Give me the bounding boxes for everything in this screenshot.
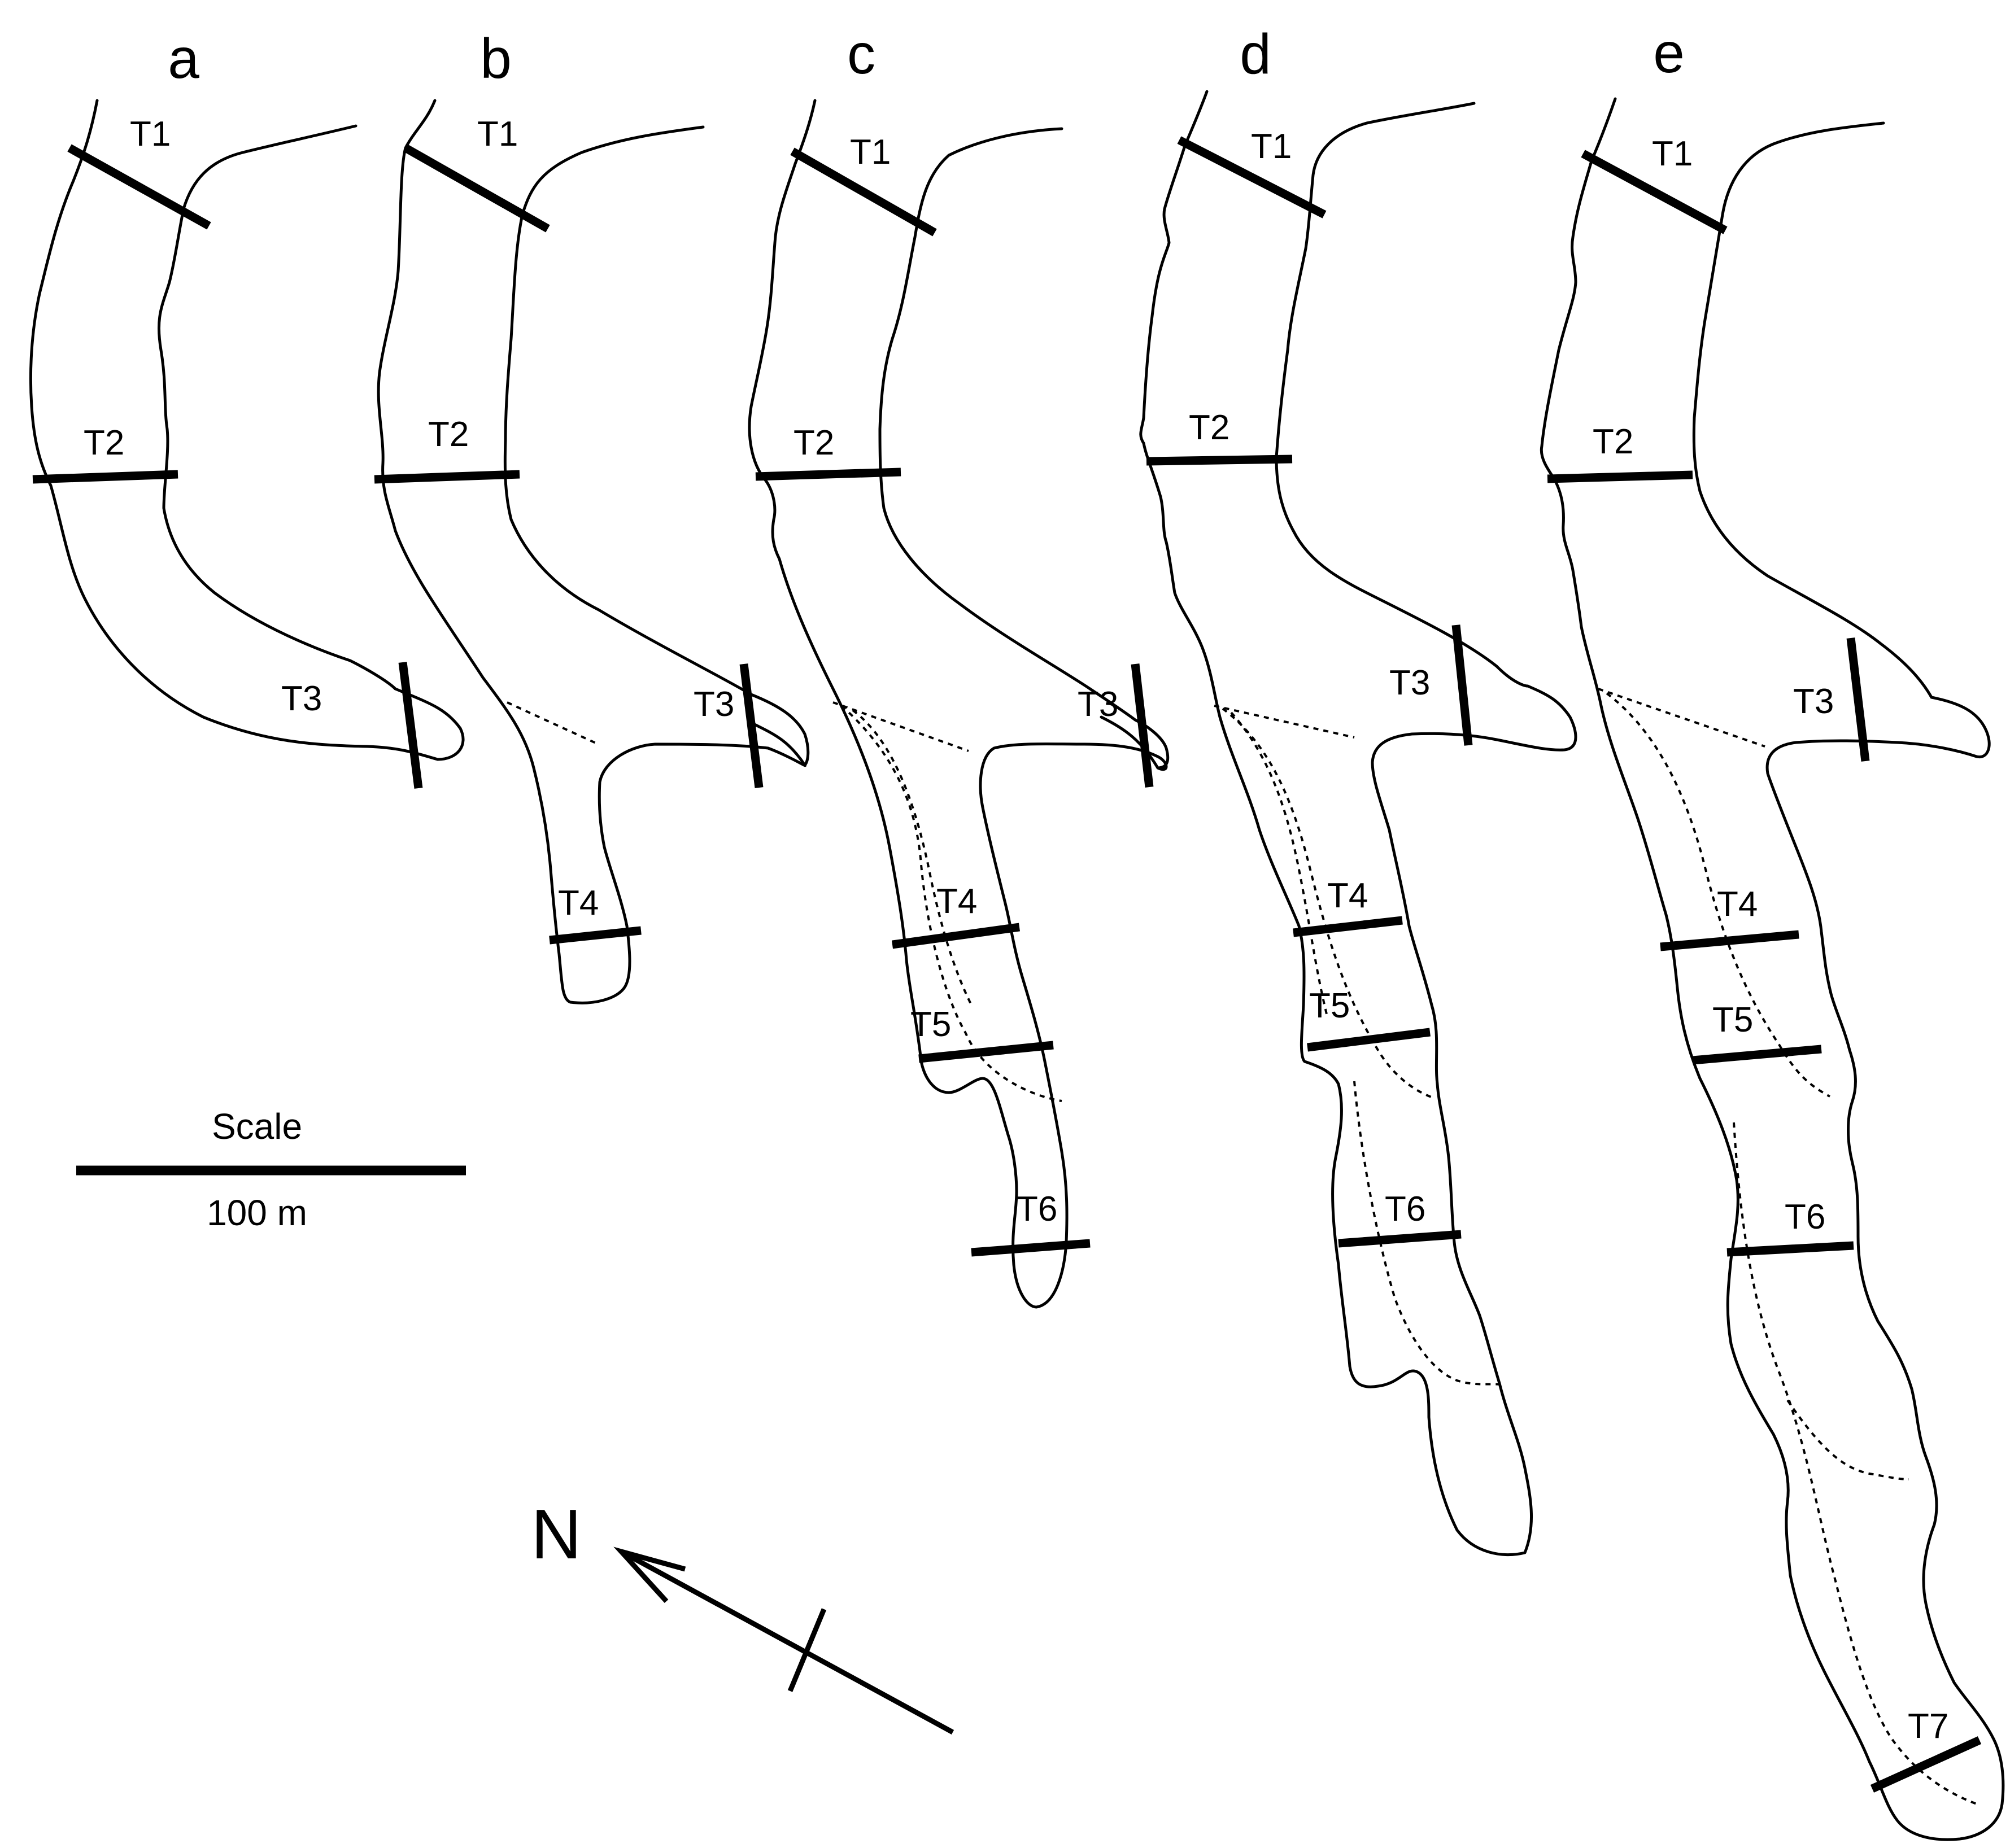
right-boundary xyxy=(1692,121,1933,699)
transect-t4 xyxy=(891,923,1021,949)
dashed-line xyxy=(1230,711,1328,1017)
transect-label-t5: T5 xyxy=(1309,986,1350,1025)
transect-t6 xyxy=(971,1239,1091,1257)
transect-t4 xyxy=(1660,930,1799,951)
panel-e: e T1 T2 T3 T4 T5 T6 T7 xyxy=(1540,21,2005,1841)
transect-label-t4: T4 xyxy=(936,882,977,921)
dashed-line xyxy=(507,701,596,744)
transect-t4 xyxy=(1293,916,1403,937)
transect-label-t4: T4 xyxy=(558,884,599,923)
transect-t5 xyxy=(1307,1028,1431,1052)
transect-label-t3: T3 xyxy=(1078,685,1118,724)
transect-t2 xyxy=(1146,455,1293,466)
dashed-line xyxy=(1353,1081,1503,1386)
transect-label-t6: T6 xyxy=(1385,1190,1425,1229)
panel-d: d T1 T2 T3 T4 T5 T6 xyxy=(1139,23,1577,1557)
transect-label-t2: T2 xyxy=(84,423,124,462)
right-boundary xyxy=(878,127,1170,770)
dashed-line xyxy=(832,701,969,752)
transect-t2 xyxy=(374,470,520,484)
transect-t2 xyxy=(1547,470,1693,483)
transect-label-t5: T5 xyxy=(910,1005,951,1044)
scale-value: 100 m xyxy=(207,1192,307,1233)
scale-bar: Scale 100 m xyxy=(76,1106,466,1233)
panel-b: b T1 T2 T3 T4 xyxy=(374,27,810,1004)
dashed-line xyxy=(1598,688,1765,748)
left-boundary xyxy=(1540,97,2005,1841)
dashed-line xyxy=(1214,705,1355,739)
panel-letter-a: a xyxy=(168,27,199,90)
dashed-line xyxy=(1222,707,1435,1099)
transect-label-t1: T1 xyxy=(1251,127,1292,166)
transect-t4 xyxy=(549,926,642,945)
transect-label-t7: T7 xyxy=(1908,1707,1948,1746)
transect-t2 xyxy=(32,470,178,484)
left-boundary xyxy=(377,99,806,1004)
transect-label-t2: T2 xyxy=(793,423,834,462)
transect-t5 xyxy=(918,1041,1054,1063)
transect-t3 xyxy=(739,663,764,788)
transect-label-t6: T6 xyxy=(1785,1198,1825,1237)
panel-letter-e: e xyxy=(1653,21,1685,85)
transect-t5 xyxy=(1692,1045,1822,1065)
north-arrow-tick xyxy=(787,1608,827,1692)
transect-label-t1: T1 xyxy=(130,115,171,154)
transect-label-t4: T4 xyxy=(1327,876,1368,915)
panel-a: a T1 T2 T3 xyxy=(29,27,465,789)
north-label: N xyxy=(531,1496,582,1574)
scale-title: Scale xyxy=(212,1106,302,1147)
dashed-line xyxy=(1786,1399,1909,1480)
panel-letter-b: b xyxy=(480,27,512,90)
transect-t3 xyxy=(1451,624,1473,746)
transect-label-t6: T6 xyxy=(1017,1190,1057,1229)
transect-t1 xyxy=(67,144,211,230)
north-arrow-shaft xyxy=(620,1549,954,1735)
transect-label-t1: T1 xyxy=(1652,134,1693,173)
transect-t1 xyxy=(1581,150,1728,234)
transect-t7 xyxy=(1870,1736,1982,1793)
transect-label-t3: T3 xyxy=(1389,663,1430,702)
panel-letter-c: c xyxy=(847,23,875,86)
transect-label-t2: T2 xyxy=(428,415,469,454)
transect-label-t4: T4 xyxy=(1717,885,1758,924)
left-boundary xyxy=(29,99,465,761)
transect-t3 xyxy=(398,662,423,789)
dashed-line xyxy=(1733,1122,1977,1805)
left-boundary xyxy=(1139,90,1577,1557)
transect-t2 xyxy=(755,468,901,481)
transect-t6 xyxy=(1726,1241,1854,1257)
dashed-line xyxy=(852,709,973,1006)
transect-label-t2: T2 xyxy=(1593,422,1633,461)
panel-letter-d: d xyxy=(1240,23,1271,86)
transect-label-t2: T2 xyxy=(1189,408,1229,447)
transect-t1 xyxy=(1177,136,1327,219)
north-arrow: N xyxy=(531,1496,954,1735)
left-boundary xyxy=(748,99,1168,1309)
transect-label-t1: T1 xyxy=(477,115,518,154)
transect-label-t3: T3 xyxy=(1793,682,1834,721)
right-boundary xyxy=(503,125,810,767)
transect-label-t3: T3 xyxy=(281,679,322,718)
transect-label-t1: T1 xyxy=(850,133,891,172)
transect-label-t5: T5 xyxy=(1712,1001,1753,1039)
panel-c: c T1 T2 T3 T4 T5 T6 xyxy=(748,23,1170,1309)
right-boundary xyxy=(157,124,397,691)
north-arrow-head xyxy=(613,1546,686,1604)
transect-t1 xyxy=(790,147,937,237)
transect-t3 xyxy=(1846,637,1870,762)
transect-label-t3: T3 xyxy=(694,685,734,724)
dashed-line xyxy=(1606,692,1830,1098)
transect-t3 xyxy=(1131,663,1154,788)
transect-t1 xyxy=(403,144,550,233)
transect-t6 xyxy=(1338,1230,1462,1248)
dashed-line xyxy=(840,705,1062,1102)
right-boundary xyxy=(1275,102,1529,688)
